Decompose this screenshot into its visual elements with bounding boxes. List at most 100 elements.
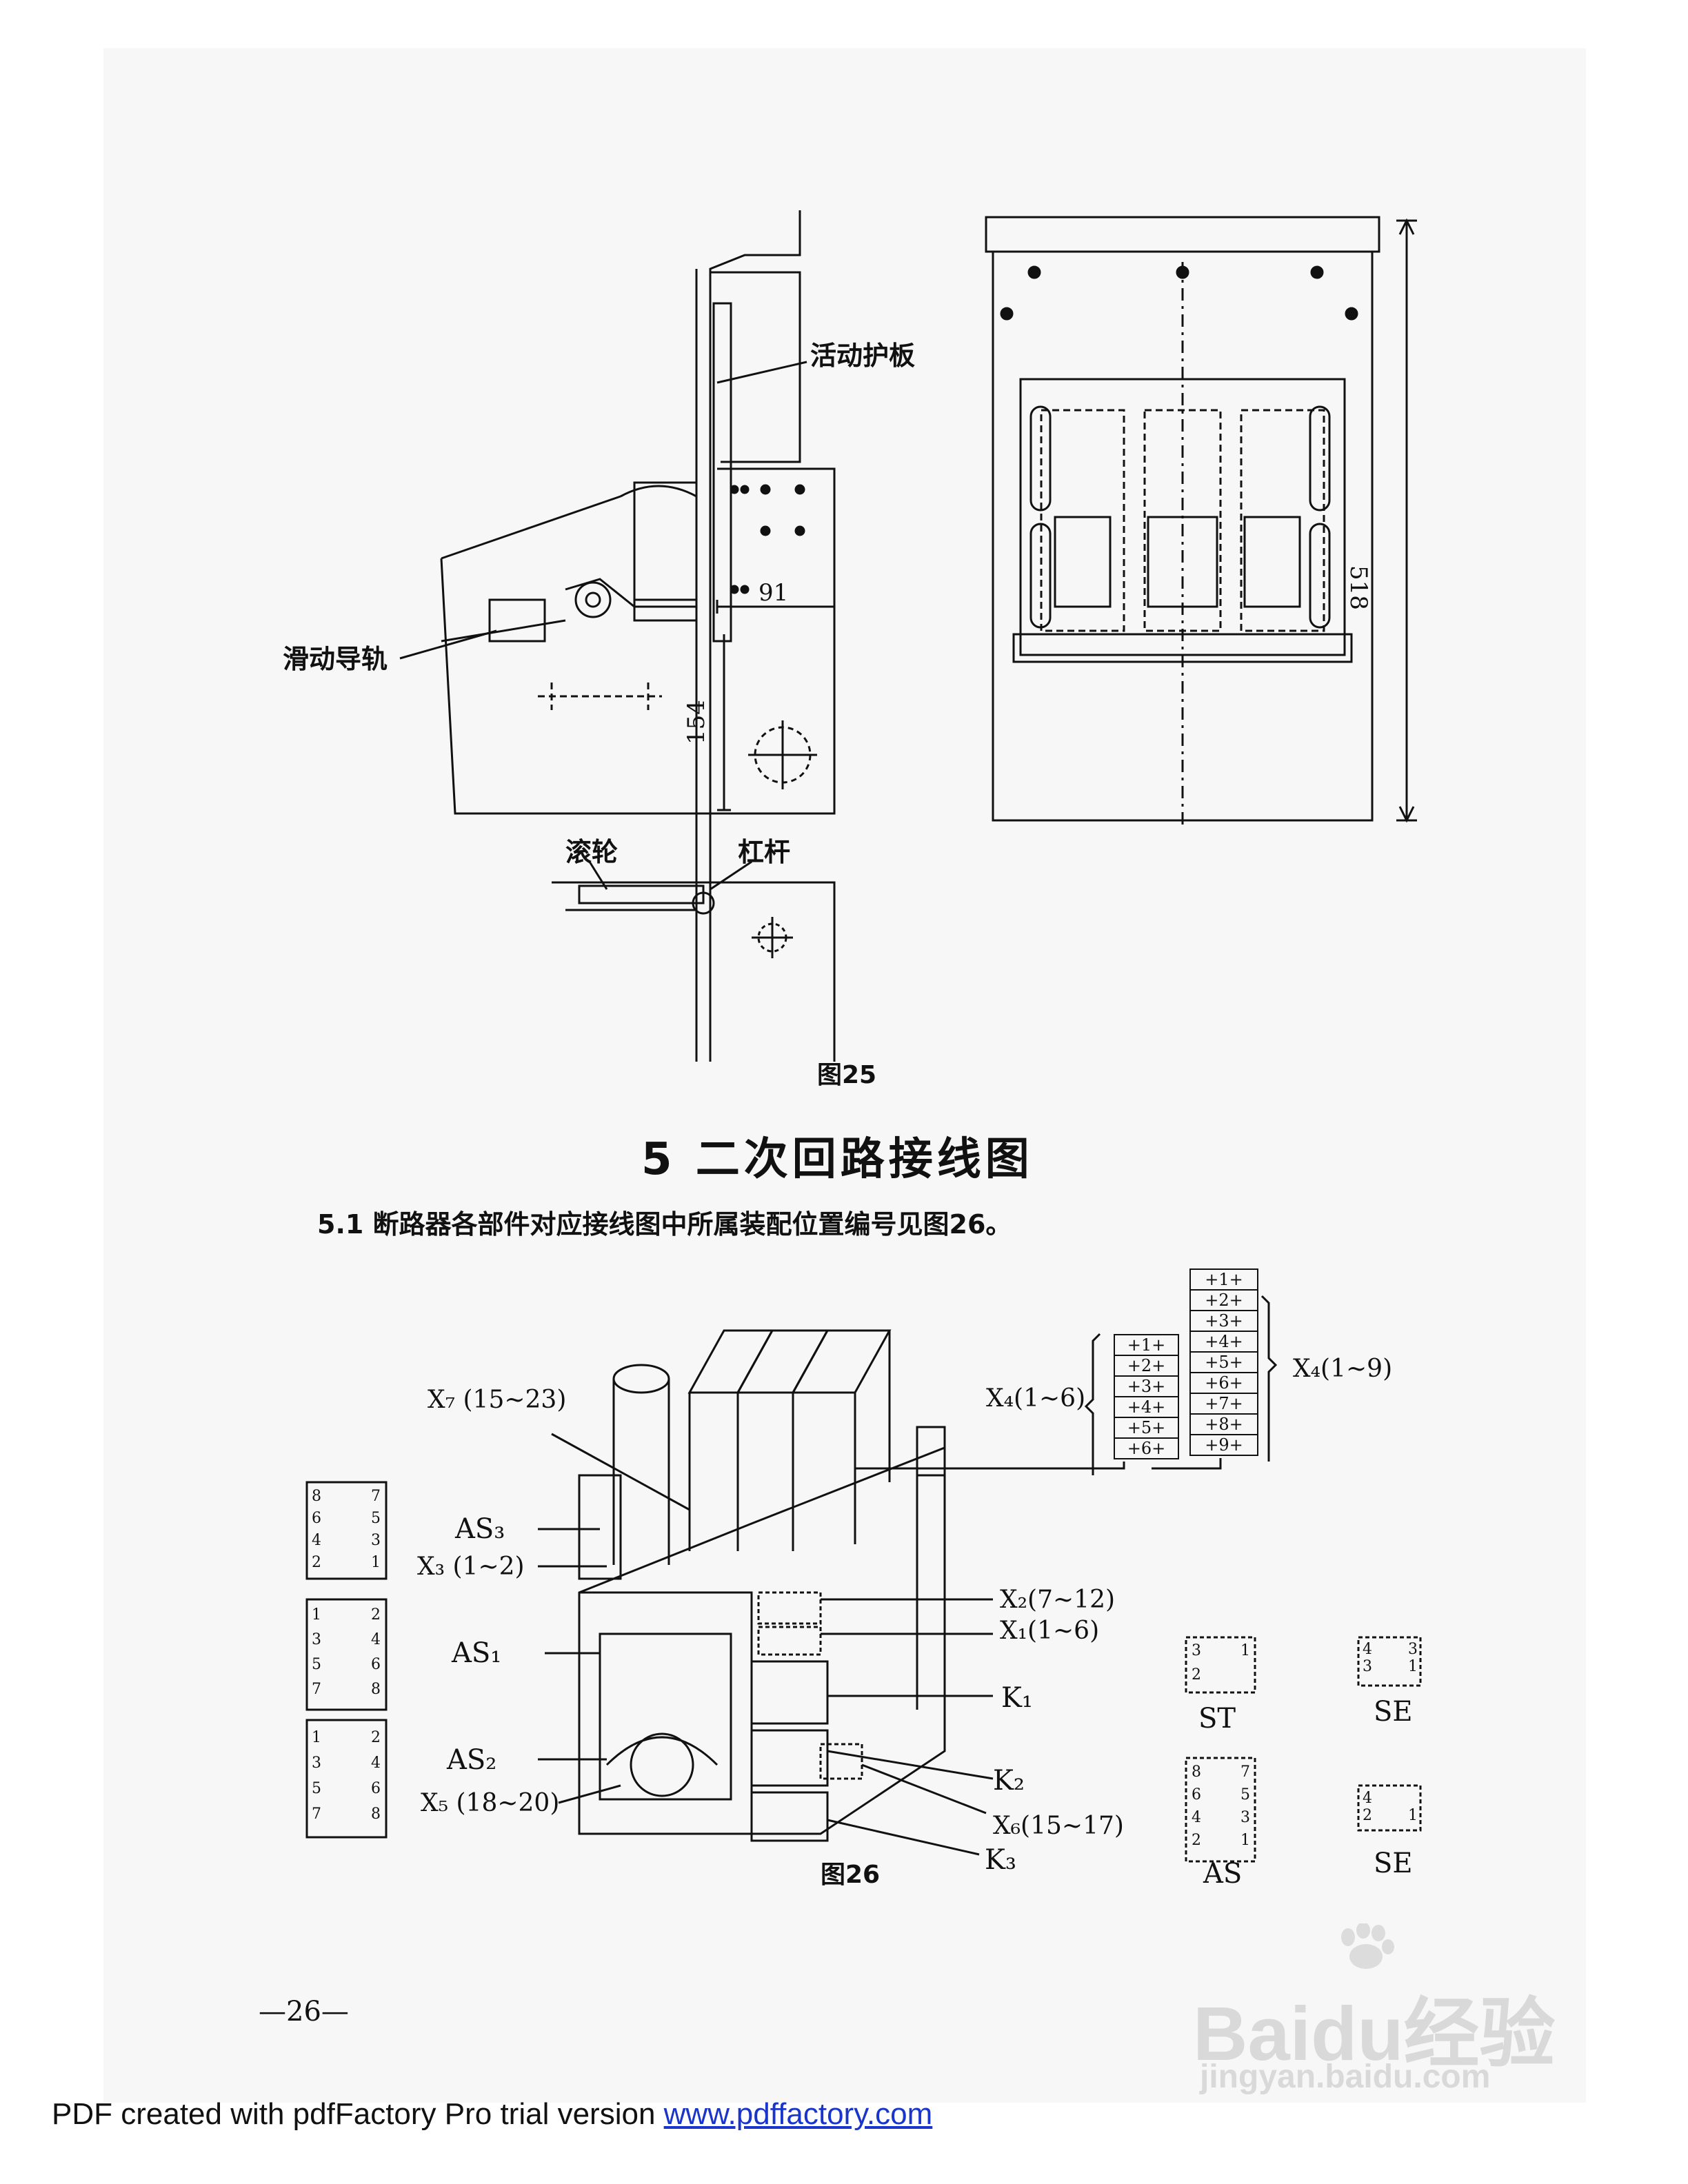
footer-link[interactable]: www.pdffactory.com [663,2097,933,2131]
terminal-cell: +8+ [1189,1415,1258,1435]
contact-number: 1 [1240,1832,1250,1849]
contact-number: 8 [312,1488,321,1505]
label-x3: X₃ (1~2) [417,1553,525,1581]
contact-number: 3 [371,1532,381,1549]
label-k1: K₁ [1001,1682,1033,1714]
label-roller: 滚轮 [565,837,619,867]
label-lever: 杠杆 [738,837,791,867]
terminal-block-x4-1-9: +1+ +2+ +3+ +4+ +5+ +6+ +7+ +8+ +9+ [1189,1268,1258,1456]
contact-number: 8 [371,1806,381,1823]
label-se-top: SE [1374,1696,1413,1728]
contact-number: 2 [1363,1807,1372,1824]
footer-text: PDF created with pdfFactory Pro trial ve… [52,2097,664,2131]
contact-number: 4 [312,1532,321,1549]
label-st: ST [1198,1703,1236,1735]
terminal-cell: +5+ [1114,1418,1179,1439]
terminal-block-x4-1-6: +1+ +2+ +3+ +4+ +5+ +6+ [1114,1334,1179,1459]
contact-row: 2 [1192,1666,1250,1684]
contact-number: 5 [312,1780,321,1797]
paw-logo-icon [1334,1923,1396,1972]
label-x4-1-9: X₄(1~9) [1293,1355,1393,1383]
terminal-cell: +3+ [1114,1377,1179,1397]
figure-25-caption: 图25 [817,1061,877,1089]
contact-number: 7 [371,1488,381,1505]
contact-number: 1 [371,1554,381,1571]
terminal-cell: +1+ [1189,1268,1258,1291]
label-as1: AS₁ [452,1637,502,1669]
label-x2: X₂(7~12) [1000,1586,1116,1614]
terminal-cell: +6+ [1189,1373,1258,1394]
terminal-cell: +4+ [1189,1332,1258,1353]
dimension-91: 91 [758,579,789,607]
contact-number: 6 [371,1656,381,1673]
pdf-footer: PDF created with pdfFactory Pro trial ve… [52,2097,932,2132]
contact-number: 1 [1408,1658,1418,1675]
contact-number: 6 [371,1780,381,1797]
contact-number: 3 [312,1631,321,1648]
contact-number: 1 [1240,1642,1250,1659]
contact-number: 8 [371,1681,381,1698]
contact-number: 2 [371,1606,381,1624]
contact-number: 2 [1192,1832,1201,1849]
label-as3: AS₃ [455,1513,505,1545]
label-x6: X₆(15~17) [993,1812,1124,1840]
terminal-cell: +9+ [1189,1435,1258,1456]
contact-number: 1 [1408,1807,1418,1824]
figure-26-caption: 图26 [821,1861,881,1889]
label-x7: X₇ (15~23) [428,1386,567,1414]
contact-number: 3 [1363,1658,1372,1675]
contact-number: 4 [1192,1809,1201,1826]
terminal-cell: +6+ [1114,1439,1179,1459]
label-as2: AS₂ [447,1744,497,1776]
label-as: AS [1203,1858,1243,1890]
contact-number: 3 [1408,1641,1418,1658]
contact-row: 4 [1363,1790,1418,1807]
label-x4-1-6: X₄(1~6) [986,1384,1086,1413]
terminal-cell: +7+ [1189,1394,1258,1415]
contact-number: 8 [1192,1763,1201,1781]
contact-number: 6 [1192,1786,1201,1803]
watermark-url: jingyan.baidu.com [1200,2059,1491,2095]
terminal-cell: +2+ [1114,1356,1179,1377]
label-x5: X₅ (18~20) [421,1789,560,1817]
label-movable-guard: 活动护板 [810,341,916,371]
terminal-cell: +4+ [1114,1397,1179,1418]
page-number: —26— [259,1996,349,2028]
contact-number: 4 [371,1631,381,1648]
contact-number: 5 [371,1510,381,1527]
contact-number: 6 [312,1510,321,1527]
terminal-cell: +3+ [1189,1311,1258,1332]
contact-number: 7 [312,1681,321,1698]
contact-number: 3 [1192,1642,1201,1659]
label-k2: K₂ [993,1765,1025,1797]
contact-number: 4 [371,1755,381,1772]
watermark-brand: Baidu经验 [1193,1992,1556,2076]
section-subtitle: 5.1 断路器各部件对应接线图中所属装配位置编号见图26。 [317,1209,1012,1240]
contact-number: 2 [371,1729,381,1746]
label-x1: X₁(1~6) [1000,1617,1100,1645]
contact-number: 5 [312,1656,321,1673]
